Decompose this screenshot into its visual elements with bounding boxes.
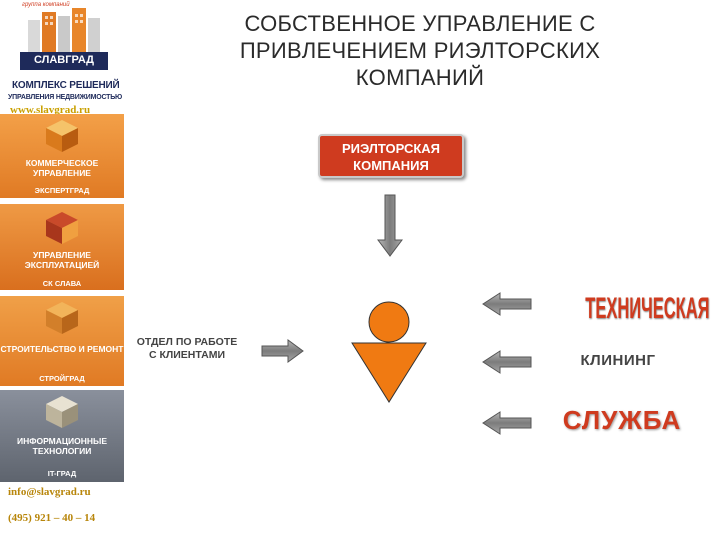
tile-footer: ЭКСПЕРТГРАД [34, 186, 90, 195]
logo-icon [10, 6, 118, 76]
page-title: СОБСТВЕННОЕ УПРАВЛЕНИЕ С ПРИВЛЕЧЕНИЕМ РИ… [160, 10, 680, 91]
technical-label: ТЕХНИЧЕСКАЯ [585, 292, 710, 325]
cube-icon [46, 396, 78, 428]
sidebar: группа компаний СЛАВГРАД КОМПЛЕКС РЕШЕНИ… [0, 0, 124, 540]
title-line: ПРИВЛЕЧЕНИЕМ РИЭЛТОРСКИХ [239, 38, 601, 63]
tile-title: УПРАВЛЕНИЕ ЭКСПЛУАТАЦИЕЙ [24, 250, 100, 270]
agency-line: КОМПАНИЯ [353, 158, 429, 173]
client-dept-line: С КЛИЕНТАМИ [148, 349, 226, 361]
arrow-left-icon [482, 350, 532, 374]
title-line: СОБСТВЕННОЕ УПРАВЛЕНИЕ С [244, 11, 596, 36]
cleaning-label: КЛИНИНГ [580, 352, 656, 369]
logo-caption: группа компаний [22, 2, 70, 8]
arrow-left-icon [482, 292, 532, 316]
realtor-agency-box: РИЭЛТОРСКАЯ КОМПАНИЯ [318, 134, 464, 178]
person-icon [351, 301, 427, 403]
client-department-label: ОТДЕЛ ПО РАБОТЕ С КЛИЕНТАМИ [124, 336, 250, 362]
cube-icon [46, 212, 78, 244]
logo-text: СЛАВГРАД [33, 54, 95, 66]
tile-title: СТРОИТЕЛЬСТВО И РЕМОНТ [0, 344, 124, 354]
cube-icon [46, 120, 78, 152]
arrow-right-icon [261, 339, 304, 363]
brand-subtitle: УПРАВЛЕНИЯ НЕДВИЖИМОСТЬЮ [8, 94, 123, 101]
tile-title: КОММЕРЧЕСКОЕ УПРАВЛЕНИЕ [25, 158, 99, 178]
tile-footer: СК СЛАВА [42, 279, 82, 288]
website-link[interactable]: www.slavgrad.ru [10, 104, 91, 116]
brand-title: КОМПЛЕКС РЕШЕНИЙ [12, 80, 120, 91]
service-label: СЛУЖБА [562, 405, 682, 435]
tile-construction[interactable]: СТРОИТЕЛЬСТВО И РЕМОНТ СТРОЙГРАД [0, 296, 124, 386]
phone-number: (495) 921 – 40 – 14 [8, 512, 96, 524]
arrow-left-icon [482, 411, 532, 435]
tile-footer: СТРОЙГРАД [39, 374, 85, 383]
agency-line: РИЭЛТОРСКАЯ [341, 141, 441, 156]
email-link[interactable]: info@slavgrad.ru [8, 486, 91, 498]
tile-it[interactable]: ИНФОРМАЦИОННЫЕ ТЕХНОЛОГИИ IT-ГРАД [0, 390, 124, 482]
tile-commercial[interactable]: КОММЕРЧЕСКОЕ УПРАВЛЕНИЕ ЭКСПЕРТГРАД [0, 114, 124, 198]
title-line: КОМПАНИЙ [355, 65, 485, 90]
tile-title: ИНФОРМАЦИОННЫЕ ТЕХНОЛОГИИ [16, 436, 108, 456]
cube-icon [46, 302, 78, 334]
tile-operations[interactable]: УПРАВЛЕНИЕ ЭКСПЛУАТАЦИЕЙ СК СЛАВА [0, 204, 124, 290]
arrow-down-icon [377, 194, 403, 257]
tile-footer: IT-ГРАД [47, 469, 77, 478]
client-dept-line: ОТДЕЛ ПО РАБОТЕ [136, 336, 238, 348]
